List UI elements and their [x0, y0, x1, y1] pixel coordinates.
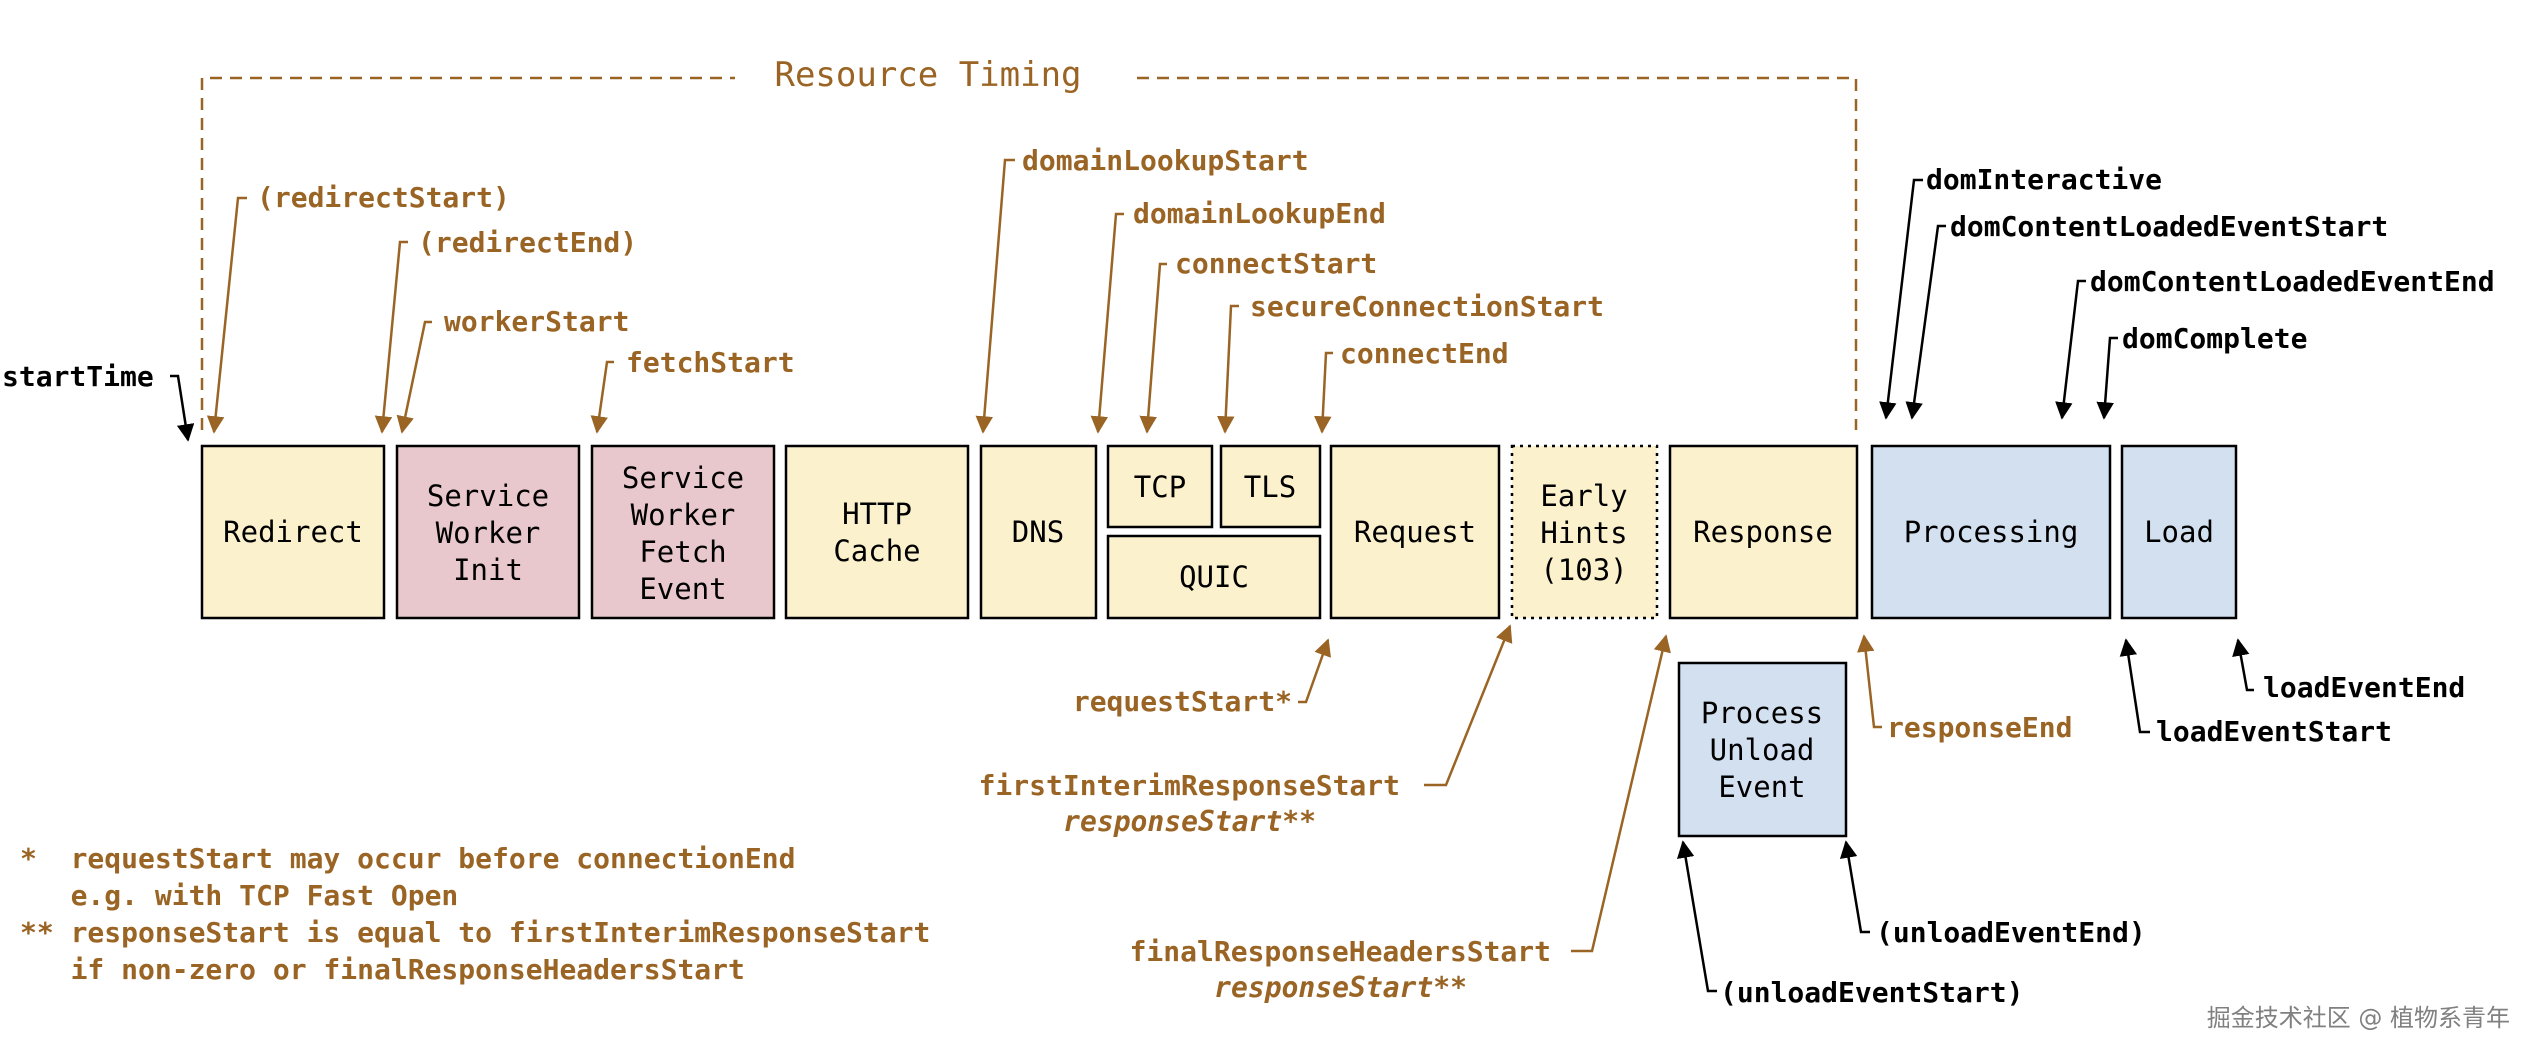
footnote-line-4: if non-zero or finalResponseHeadersStart [20, 953, 745, 986]
arrow-domain-lookup-start [975, 158, 1015, 434]
response-label: Response [1693, 515, 1833, 549]
label-domain-lookup-end: domainLookupEnd [1133, 197, 1386, 230]
arrow-worker-start [396, 320, 432, 434]
arrow-first-interim [1424, 624, 1513, 787]
sw-init-label-3: Init [453, 553, 523, 587]
service-worker-fetch-event-box [590, 444, 776, 620]
arrow-request-start [1298, 638, 1331, 704]
resource-timing-bracket: Resource Timing [200, 55, 1858, 430]
label-start-time: startTime [2, 360, 154, 393]
quic-box [1106, 534, 1322, 620]
arrow-fetch-start [590, 360, 614, 434]
service-worker-init-box [395, 444, 581, 620]
tls-box [1219, 444, 1322, 529]
load-label: Load [2144, 515, 2214, 549]
black-labels: startTime domInteractive domContentLoade… [2, 163, 2495, 1009]
brown-labels: (redirectStart) (redirectEnd) workerStar… [257, 144, 2072, 1004]
arrow-dom-content-loaded-end [2055, 279, 2086, 420]
redirect-label: Redirect [223, 515, 363, 549]
label-request-start: requestStart* [1073, 685, 1292, 718]
tls-label: TLS [1244, 470, 1296, 504]
sw-fetch-label-1: Service [622, 461, 744, 495]
processing-label: Processing [1904, 515, 2079, 549]
label-final-response-headers-start: finalResponseHeadersStart [1130, 935, 1551, 968]
processing-box [1870, 444, 2112, 620]
arrow-dom-interactive [1879, 178, 1923, 420]
label-worker-start: workerStart [444, 305, 629, 338]
watermark: 掘金技术社区 @ 植物系青年 [2207, 1004, 2510, 1032]
http-cache-box [784, 444, 970, 620]
redirect-box [200, 444, 386, 620]
footnote-line-1: * requestStart may occur before connecti… [20, 842, 795, 875]
sw-fetch-label-4: Event [639, 572, 726, 606]
arrow-secure-connection-start [1217, 304, 1239, 434]
label-dom-complete: domComplete [2122, 322, 2307, 355]
load-box [2120, 444, 2238, 620]
black-arrows [170, 178, 2254, 993]
tcp-label: TCP [1134, 470, 1186, 504]
arrow-load-event-start [2119, 638, 2150, 734]
label-dom-content-loaded-start: domContentLoadedEventStart [1950, 210, 2388, 243]
response-box [1668, 444, 1859, 620]
sw-init-label-2: Worker [436, 516, 541, 550]
label-response-start-1: responseStart** [1063, 805, 1316, 838]
label-first-interim-response-start: firstInterimResponseStart [979, 769, 1400, 802]
arrow-redirect-end [374, 240, 408, 434]
label-response-start-2: responseStart** [1214, 971, 1467, 1004]
tcp-box [1106, 444, 1214, 529]
quic-label: QUIC [1179, 560, 1249, 594]
process-unload-event-box [1677, 661, 1848, 838]
label-dom-interactive: domInteractive [1926, 163, 2162, 196]
phase-boxes [200, 444, 2238, 838]
label-fetch-start: fetchStart [626, 346, 795, 379]
dns-label: DNS [1012, 515, 1064, 549]
early-hints-label-2: Hints [1540, 516, 1627, 550]
arrow-unload-event-start [1676, 840, 1717, 993]
early-hints-label-3: (103) [1540, 553, 1627, 587]
label-connect-start: connectStart [1175, 247, 1377, 280]
brown-arrows [206, 158, 1882, 953]
label-redirect-end: (redirectEnd) [418, 226, 637, 259]
label-load-event-end: loadEventEnd [2263, 671, 2465, 704]
label-unload-event-end: (unloadEventEnd) [1876, 916, 2146, 949]
request-label: Request [1354, 515, 1476, 549]
resource-timing-title: Resource Timing [774, 55, 1081, 95]
label-dom-content-loaded-end: domContentLoadedEventEnd [2090, 265, 2495, 298]
arrow-dom-content-loaded-start [1905, 224, 1946, 420]
http-cache-label-2: Cache [833, 534, 920, 568]
footnotes: * requestStart may occur before connecti… [20, 842, 930, 986]
arrow-domain-lookup-end [1090, 212, 1124, 434]
label-redirect-start: (redirectStart) [257, 181, 510, 214]
label-secure-connection-start: secureConnectionStart [1250, 290, 1604, 323]
sw-fetch-label-3: Fetch [639, 535, 726, 569]
request-box [1329, 444, 1501, 620]
label-domain-lookup-start: domainLookupStart [1022, 144, 1309, 177]
label-response-end: responseEnd [1887, 711, 2072, 744]
label-load-event-start: loadEventStart [2156, 715, 2392, 748]
http-cache-label-1: HTTP [842, 497, 912, 531]
arrow-connect-start [1139, 262, 1167, 434]
unload-label-1: Process [1701, 696, 1823, 730]
label-connect-end: connectEnd [1340, 337, 1509, 370]
arrow-dom-complete [2096, 336, 2118, 420]
unload-label-2: Unload [1710, 733, 1815, 767]
arrow-connect-end [1314, 351, 1333, 434]
arrow-redirect-start [206, 196, 247, 434]
arrow-response-end [1857, 634, 1882, 729]
dns-box [979, 444, 1098, 620]
sw-fetch-label-2: Worker [631, 498, 736, 532]
arrow-unload-event-end [1839, 840, 1870, 934]
footnote-line-2: e.g. with TCP Fast Open [20, 879, 458, 912]
label-unload-event-start: (unloadEventStart) [1720, 976, 2023, 1009]
arrow-load-event-end [2232, 638, 2254, 692]
arrow-final-response-headers [1571, 634, 1671, 953]
box-labels: Redirect Service Worker Init Service Wor… [223, 461, 2214, 804]
unload-label-3: Event [1718, 770, 1805, 804]
early-hints-box [1510, 444, 1659, 620]
sw-init-label-1: Service [427, 479, 549, 513]
footnote-line-3: ** responseStart is equal to firstInteri… [20, 916, 930, 949]
early-hints-label-1: Early [1540, 479, 1627, 513]
arrow-start-time [170, 374, 195, 442]
